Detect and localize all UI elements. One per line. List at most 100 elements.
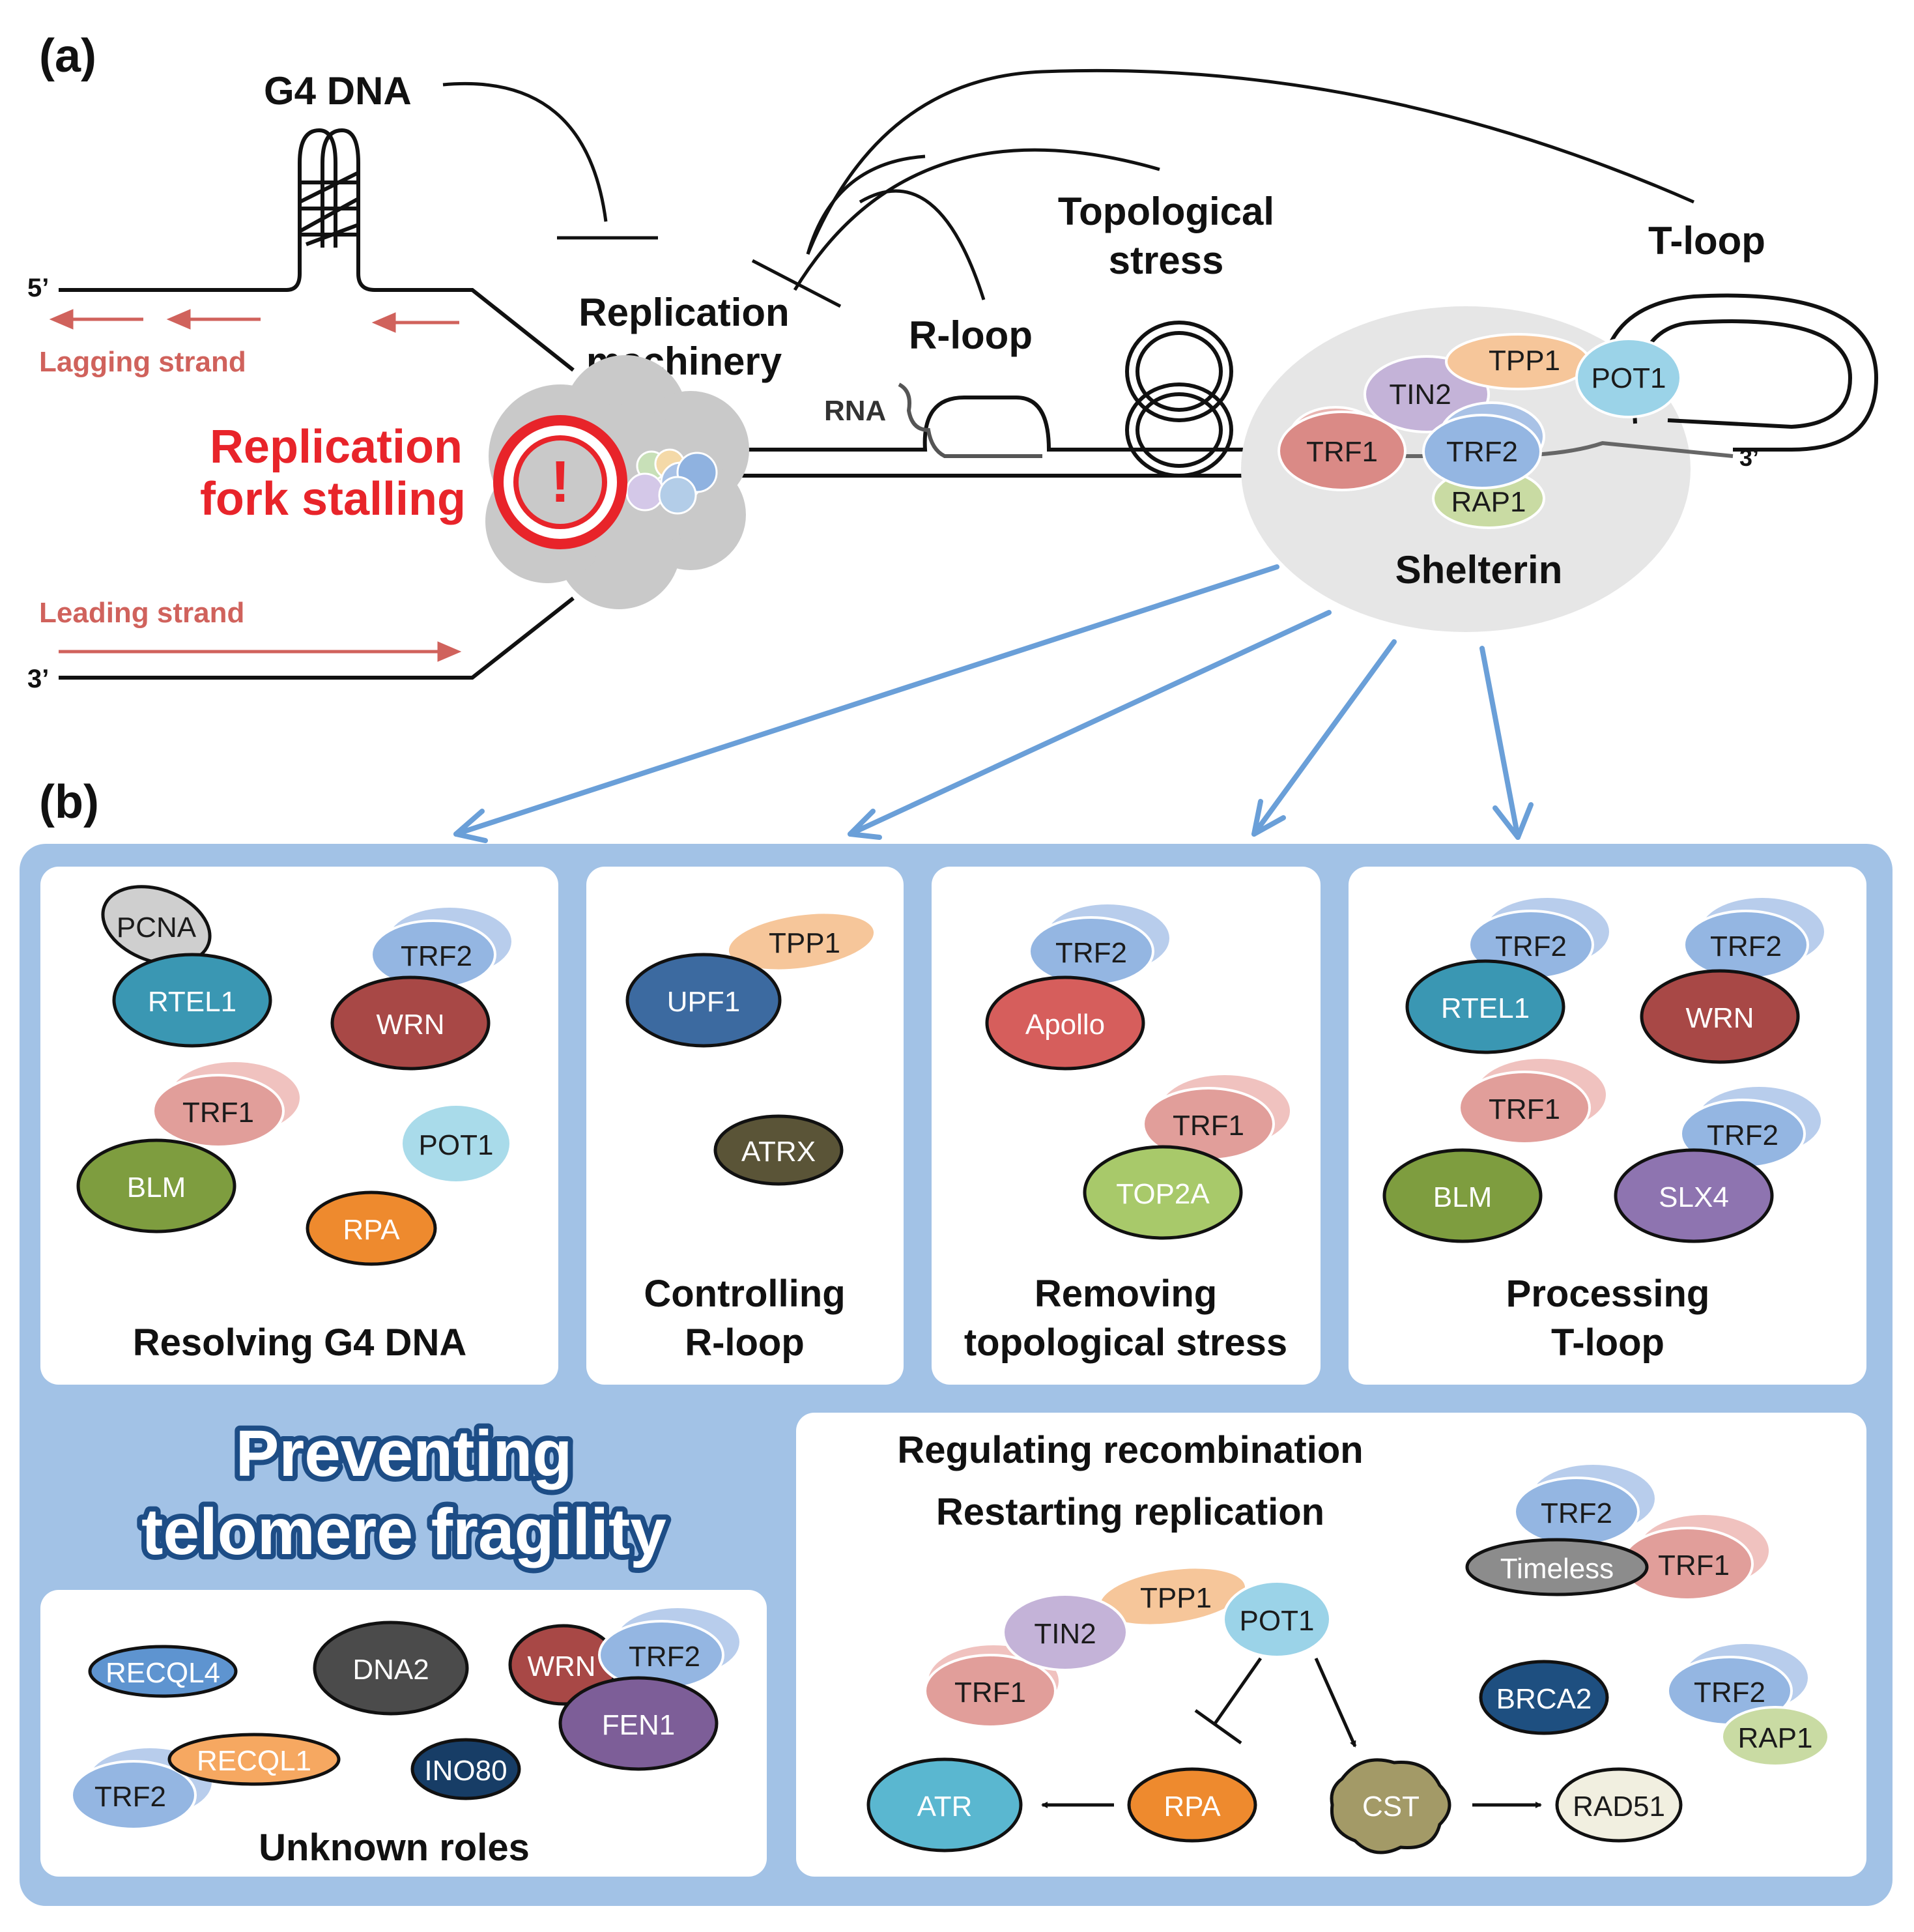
- three-prime-label: 3’: [27, 665, 49, 693]
- g4-wrn: WRN: [376, 1009, 444, 1041]
- recomb-brca2: BRCA2: [1496, 1683, 1592, 1715]
- g4-caption: Resolving G4 DNA: [133, 1321, 466, 1364]
- unknown-ino80: INO80: [424, 1755, 507, 1787]
- tloop-wrn: WRN: [1685, 1002, 1754, 1034]
- unknown-box-proteins: [70, 1608, 739, 1830]
- g4-blm: BLM: [127, 1172, 186, 1204]
- recomb-rap1: RAP1: [1738, 1722, 1813, 1754]
- recomb-trf2-b: TRF2: [1694, 1677, 1765, 1709]
- shelterin-trf2: TRF2: [1446, 436, 1518, 468]
- replisome-proteins: [625, 448, 718, 515]
- tloop-trf2-a: TRF2: [1495, 930, 1567, 962]
- recomb-cst: CST: [1362, 1791, 1420, 1823]
- unknown-recql1: RECQL1: [197, 1745, 311, 1777]
- panel-b: (b) Preventing telomere fragility PCNA R…: [20, 776, 1893, 1906]
- panel-a: (a) Lagging strand Leading strand: [27, 30, 1879, 843]
- tloop-rtel1: RTEL1: [1441, 992, 1530, 1024]
- rloop-tpp1: TPP1: [769, 927, 840, 959]
- rna-label: RNA: [824, 395, 886, 427]
- shelterin-trf1: TRF1: [1306, 436, 1378, 468]
- g4-pcna: PCNA: [117, 912, 197, 944]
- topological-label-1: Topological: [1058, 190, 1274, 233]
- topo-trf1: TRF1: [1173, 1110, 1244, 1142]
- unknown-caption: Unknown roles: [259, 1826, 530, 1869]
- topo-apollo: Apollo: [1025, 1009, 1105, 1041]
- topo-top2a: TOP2A: [1116, 1178, 1210, 1210]
- topo-trf2: TRF2: [1055, 937, 1127, 969]
- shelterin-complex: [1278, 333, 1682, 529]
- five-prime-label: 5’: [27, 274, 49, 302]
- tloop-slx4: SLX4: [1659, 1181, 1729, 1213]
- stall-warning-symbol: !: [550, 450, 570, 515]
- rloop-caption-1: Controlling: [644, 1273, 845, 1315]
- topo-box-proteins: [985, 904, 1290, 1240]
- unknown-wrn: WRN: [527, 1651, 595, 1682]
- rloop-box-proteins: [625, 914, 874, 1186]
- recomb-timeless: Timeless: [1500, 1553, 1614, 1585]
- recomb-pot1: POT1: [1240, 1605, 1315, 1637]
- recomb-caption-2: Restarting replication: [936, 1491, 1324, 1533]
- tloop-trf2-b: TRF2: [1710, 930, 1782, 962]
- recomb-trf1-a: TRF1: [1658, 1550, 1730, 1581]
- unknown-trf2-b: TRF2: [94, 1781, 166, 1813]
- tloop-trf1: TRF1: [1489, 1093, 1560, 1125]
- unknown-fen1: FEN1: [602, 1709, 675, 1741]
- shelterin-tpp1: TPP1: [1489, 345, 1560, 377]
- r-loop-label: R-loop: [909, 313, 1033, 357]
- replication-machinery-label-1: Replication: [578, 291, 789, 334]
- recomb-atr: ATR: [917, 1791, 973, 1823]
- leading-strand-label: Leading strand: [39, 597, 244, 629]
- lagging-strand-label: Lagging strand: [39, 346, 246, 378]
- rloop-atrx: ATRX: [741, 1136, 816, 1168]
- supercoil: [1125, 321, 1233, 478]
- panel-b-title-1: Preventing: [236, 1417, 573, 1490]
- leading-strand-arrow: [59, 641, 462, 662]
- stall-warning-inner: [513, 435, 607, 529]
- t-loop-label: T-loop: [1648, 219, 1765, 263]
- g4-dna-label: G4 DNA: [264, 69, 412, 113]
- topological-label-2: stress: [1109, 238, 1224, 282]
- stalling-label-1: Replication: [210, 421, 463, 473]
- unknown-dna2: DNA2: [352, 1654, 429, 1686]
- recomb-pathway-arrows: [1041, 1657, 1542, 1808]
- recomb-box-proteins: [866, 1465, 1830, 1854]
- recomb-rad51: RAD51: [1573, 1791, 1665, 1823]
- three-prime-end-label: 3’: [1739, 444, 1759, 471]
- recomb-tin2: TIN2: [1034, 1618, 1096, 1650]
- recomb-trf1-b: TRF1: [954, 1677, 1026, 1709]
- shelterin-tin2: TIN2: [1389, 379, 1451, 411]
- shelterin-label: Shelterin: [1395, 548, 1563, 592]
- recomb-rpa: RPA: [1164, 1791, 1221, 1823]
- lagging-strand-arrows: [49, 309, 459, 333]
- panel-b-title-2: telomere fragility: [141, 1495, 666, 1568]
- g4-pot1: POT1: [419, 1129, 494, 1161]
- tloop-box-proteins: [1382, 898, 1824, 1243]
- blue-arrows: [453, 564, 1534, 843]
- topo-caption-2: topological stress: [964, 1321, 1287, 1364]
- g4-trf1: TRF1: [182, 1097, 254, 1129]
- inhibition-lines: [442, 68, 1695, 308]
- unknown-recql4: RECQL4: [106, 1657, 220, 1689]
- g4-quadruplex: [298, 128, 360, 248]
- tloop-caption-1: Processing: [1506, 1273, 1710, 1315]
- stalling-label-2: fork stalling: [200, 473, 466, 525]
- shelterin-pot1: POT1: [1592, 362, 1666, 394]
- panel-b-label: (b): [39, 776, 99, 828]
- recomb-trf2-a: TRF2: [1541, 1497, 1612, 1529]
- rloop-upf1: UPF1: [667, 986, 740, 1018]
- tloop-trf2-c: TRF2: [1707, 1119, 1778, 1151]
- rloop-caption-2: R-loop: [685, 1321, 805, 1364]
- r-loop: [898, 382, 1042, 458]
- panel-a-label: (a): [39, 30, 96, 82]
- g4-rtel1: RTEL1: [148, 986, 236, 1018]
- g4-box-proteins: [76, 885, 511, 1266]
- recomb-tpp1: TPP1: [1140, 1582, 1212, 1614]
- topo-caption-1: Removing: [1035, 1273, 1217, 1315]
- g4-rpa: RPA: [343, 1214, 400, 1246]
- recomb-caption-1: Regulating recombination: [897, 1429, 1363, 1471]
- unknown-trf2-a: TRF2: [629, 1641, 700, 1673]
- tloop-blm: BLM: [1433, 1181, 1492, 1213]
- shelterin-rap1: RAP1: [1451, 486, 1526, 518]
- tloop-caption-2: T-loop: [1551, 1321, 1664, 1364]
